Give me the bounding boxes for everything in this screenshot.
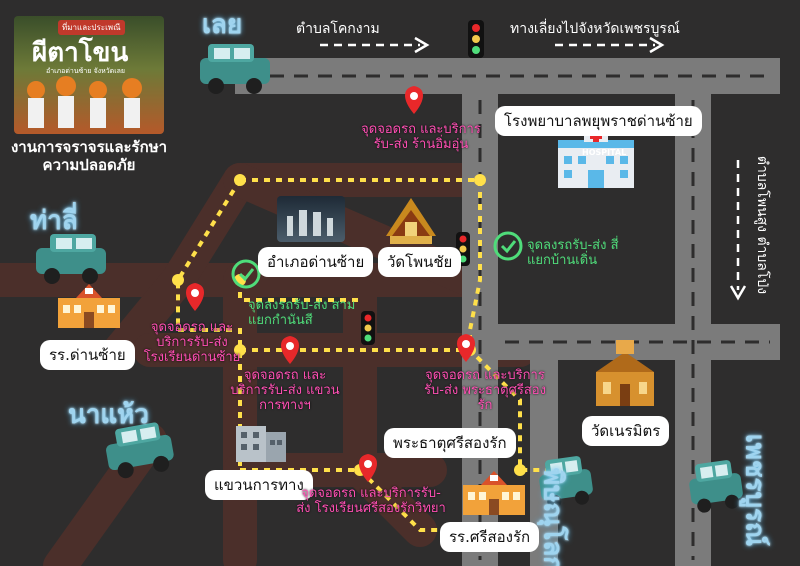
label-school-dansai: รร.ด่านซ้าย (40, 340, 135, 370)
pin-icon (405, 86, 423, 114)
car-icon (539, 456, 593, 509)
check-icon (231, 259, 261, 289)
road-label-bypass: ทางเลี่ยงไปจังหวัดเพชรบูรณ์ (510, 21, 680, 37)
city-nahaeo: นาแห้ว (68, 400, 149, 430)
label-phra-that: พระธาตุศรีสองรัก (384, 428, 516, 458)
traffic-heading: งานการจราจรและรักษาความปลอดภัย (10, 138, 168, 174)
parking-label-immun: จุดจอดรถ และบริการรับ-ส่ง ร้านอิ่มอุ่น (361, 122, 481, 152)
label-wat-phonchai: วัดโพนชัย (378, 247, 462, 277)
pin-icon (281, 336, 299, 364)
check-icon (493, 231, 523, 261)
poster-subtitle: อำเภอด่านซ้าย จังหวัดเลย (46, 67, 126, 75)
poster-dancers-art (27, 76, 142, 128)
traffic-light-icon (361, 311, 375, 345)
dropoff-markers (231, 231, 523, 289)
pin-icon (457, 334, 475, 362)
car-icon (689, 460, 743, 513)
hospital-building-icon (558, 128, 634, 188)
dropoff-label-samyaek: จุดลงรถรับ-ส่ง สามแยกกำนันสี (248, 298, 356, 328)
city-phetchabun: เพชรบูรณ์ (739, 433, 770, 547)
road-label-khokngam: ตำบลโคกงาม (296, 21, 380, 37)
city-thali: ท่าลี่ (30, 206, 78, 236)
label-hospital: โรงพยาบาลพยุพราชด่านซ้าย (495, 106, 702, 136)
direction-arrows (320, 36, 747, 301)
dropoff-label-siyaek: จุดลงรถรับ-ส่ง สี่แยกบ้านเดิ่น (527, 238, 619, 268)
parking-label-highway-dept: จุดจอดรถ และบริการรับ-ส่ง แขวนการทางฯ (230, 368, 340, 413)
poster-banner: ที่มาและประเพณี (58, 20, 125, 35)
event-poster: ที่มาและประเพณี ผีตาโขน อำเภอด่านซ้าย จั… (14, 16, 164, 134)
label-district-office: อำเภอด่านซ้าย (258, 247, 374, 277)
city-loei: เลย (202, 10, 243, 40)
parking-label-phra-that: จุดจอดรถ และบริการรับ-ส่ง พระธาตุศรีสองร… (424, 368, 546, 413)
car-icon (36, 234, 106, 284)
temple-phonchai-icon (386, 198, 436, 244)
label-school-sisongrak: รร.ศรีสองรัก (440, 522, 540, 552)
pin-icon (186, 283, 204, 311)
arrowhead-bypass (649, 36, 665, 54)
car-icon (106, 422, 174, 479)
parking-label-school-dansai: จุดจอดรถ และบริการรับ-ส่ง โรงเรียนด่านซ้… (143, 320, 241, 365)
temple-neramit-icon (596, 340, 654, 406)
city-phitsanulok: พิษณุโลก (537, 467, 568, 566)
parking-pins (186, 86, 475, 482)
parking-label-sisongrak: จุดจอดรถ และบริการรับ-ส่ง โรงเรียนศรีสอง… (296, 486, 446, 516)
label-highway-dept: แขวนการทาง (205, 470, 313, 500)
school-sisongrak-building-icon (463, 471, 525, 515)
pin-icon (359, 454, 377, 482)
school-dansai-building-icon (58, 284, 120, 328)
arrowhead-khokngam (414, 36, 430, 54)
car-icon (200, 44, 270, 94)
traffic-lights (361, 20, 484, 345)
arrowhead-phonsung (729, 285, 747, 301)
road-label-phonsung: ตำบลโพนสูง ตำบลโป่ง (754, 155, 770, 295)
poster-title: ผีตาโขน (32, 38, 129, 68)
traffic-light-icon (468, 20, 484, 58)
hospital-sign: HOSPITAL (582, 148, 627, 157)
cars (36, 44, 743, 513)
district-office-image (277, 196, 345, 242)
label-wat-neramit: วัดเนรมิตร (582, 416, 670, 446)
highway-office-building-icon (236, 426, 286, 462)
